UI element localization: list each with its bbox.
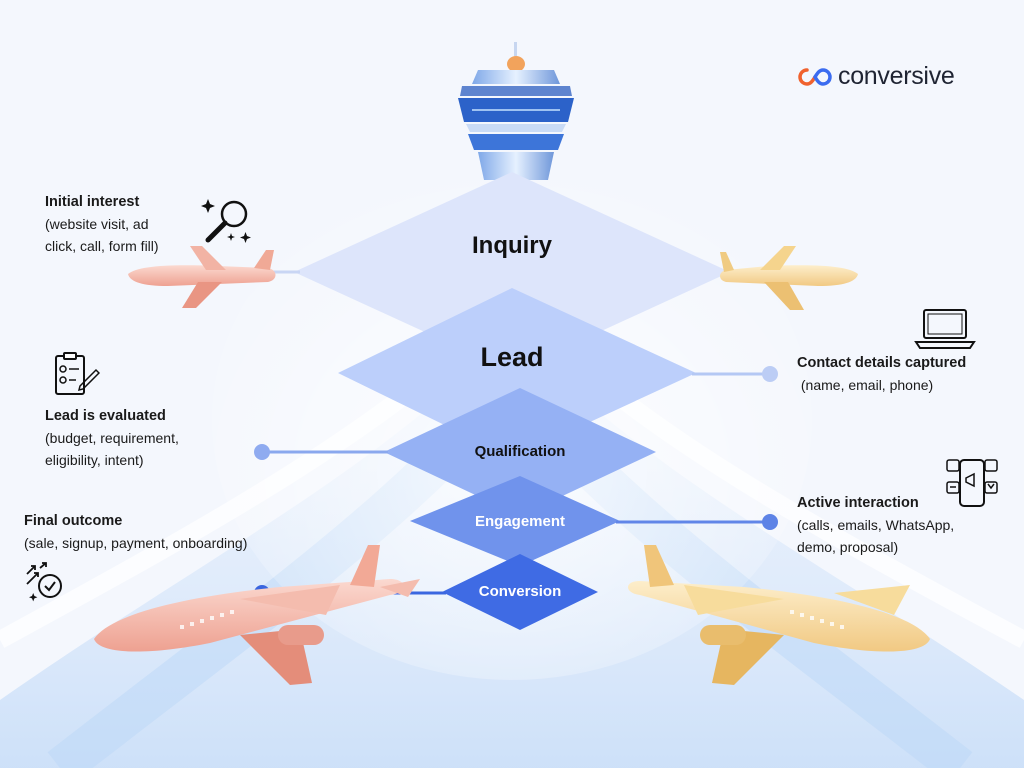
airplane [94,545,420,685]
stage-label-qualification: Qualification [474,443,566,460]
note-title: Lead is evaluated [45,408,166,424]
note-line: click, call, form fill) [45,238,159,254]
airplane [128,246,276,308]
airplane [720,246,858,310]
note-title: Initial interest [45,194,140,210]
note-line: demo, proposal) [797,539,899,555]
note-final-outcome: Final outcome (sale, signup, payment, on… [24,510,314,554]
note-line: (sale, signup, payment, onboarding) [24,535,248,551]
note-line: eligibility, intent) [45,452,144,468]
airplane [628,545,930,685]
laptop-icon [914,309,976,349]
stage-label-engagement: Engagement [474,513,565,530]
social-phone-icon [946,459,998,507]
note-line: (name, email, phone) [797,377,934,393]
note-lead-evaluated: Lead is evaluated (budget, requirement, … [45,405,245,471]
checklist-icon [55,352,100,395]
note-line: (website visit, ad [45,216,149,232]
infinity-logo-icon [798,67,832,86]
note-initial-interest: Initial interest (website visit, ad clic… [45,191,245,257]
note-contact-details: Contact details captured (name, email, p… [797,352,1017,396]
note-active-interaction: Active interaction (calls, emails, Whats… [797,492,1017,558]
stage-diamond-engagement [410,476,620,566]
stage-diamond-inquiry [294,172,730,372]
brand-name: conversive [838,62,955,90]
note-line: (budget, requirement, [45,430,179,446]
stage-diamond-lead [338,288,696,458]
stage-label-lead: Lead [480,342,544,372]
connector-qualification [254,444,388,460]
note-title: Contact details captured [797,355,967,371]
control-tower [458,42,574,180]
brand-logo: conversive [798,62,955,91]
note-title: Active interaction [797,495,919,511]
stage-diamond-qualification [384,388,656,516]
note-line: (calls, emails, WhatsApp, [797,517,955,533]
connector-lead [692,366,778,382]
stage-diamond-conversion [442,554,598,630]
stage-label-inquiry: Inquiry [471,232,552,259]
note-title: Final outcome [24,513,123,529]
stage-label-conversion: Conversion [478,583,562,600]
connector-engagement [616,514,778,530]
growth-icon [26,562,62,602]
search-icon [201,199,251,243]
